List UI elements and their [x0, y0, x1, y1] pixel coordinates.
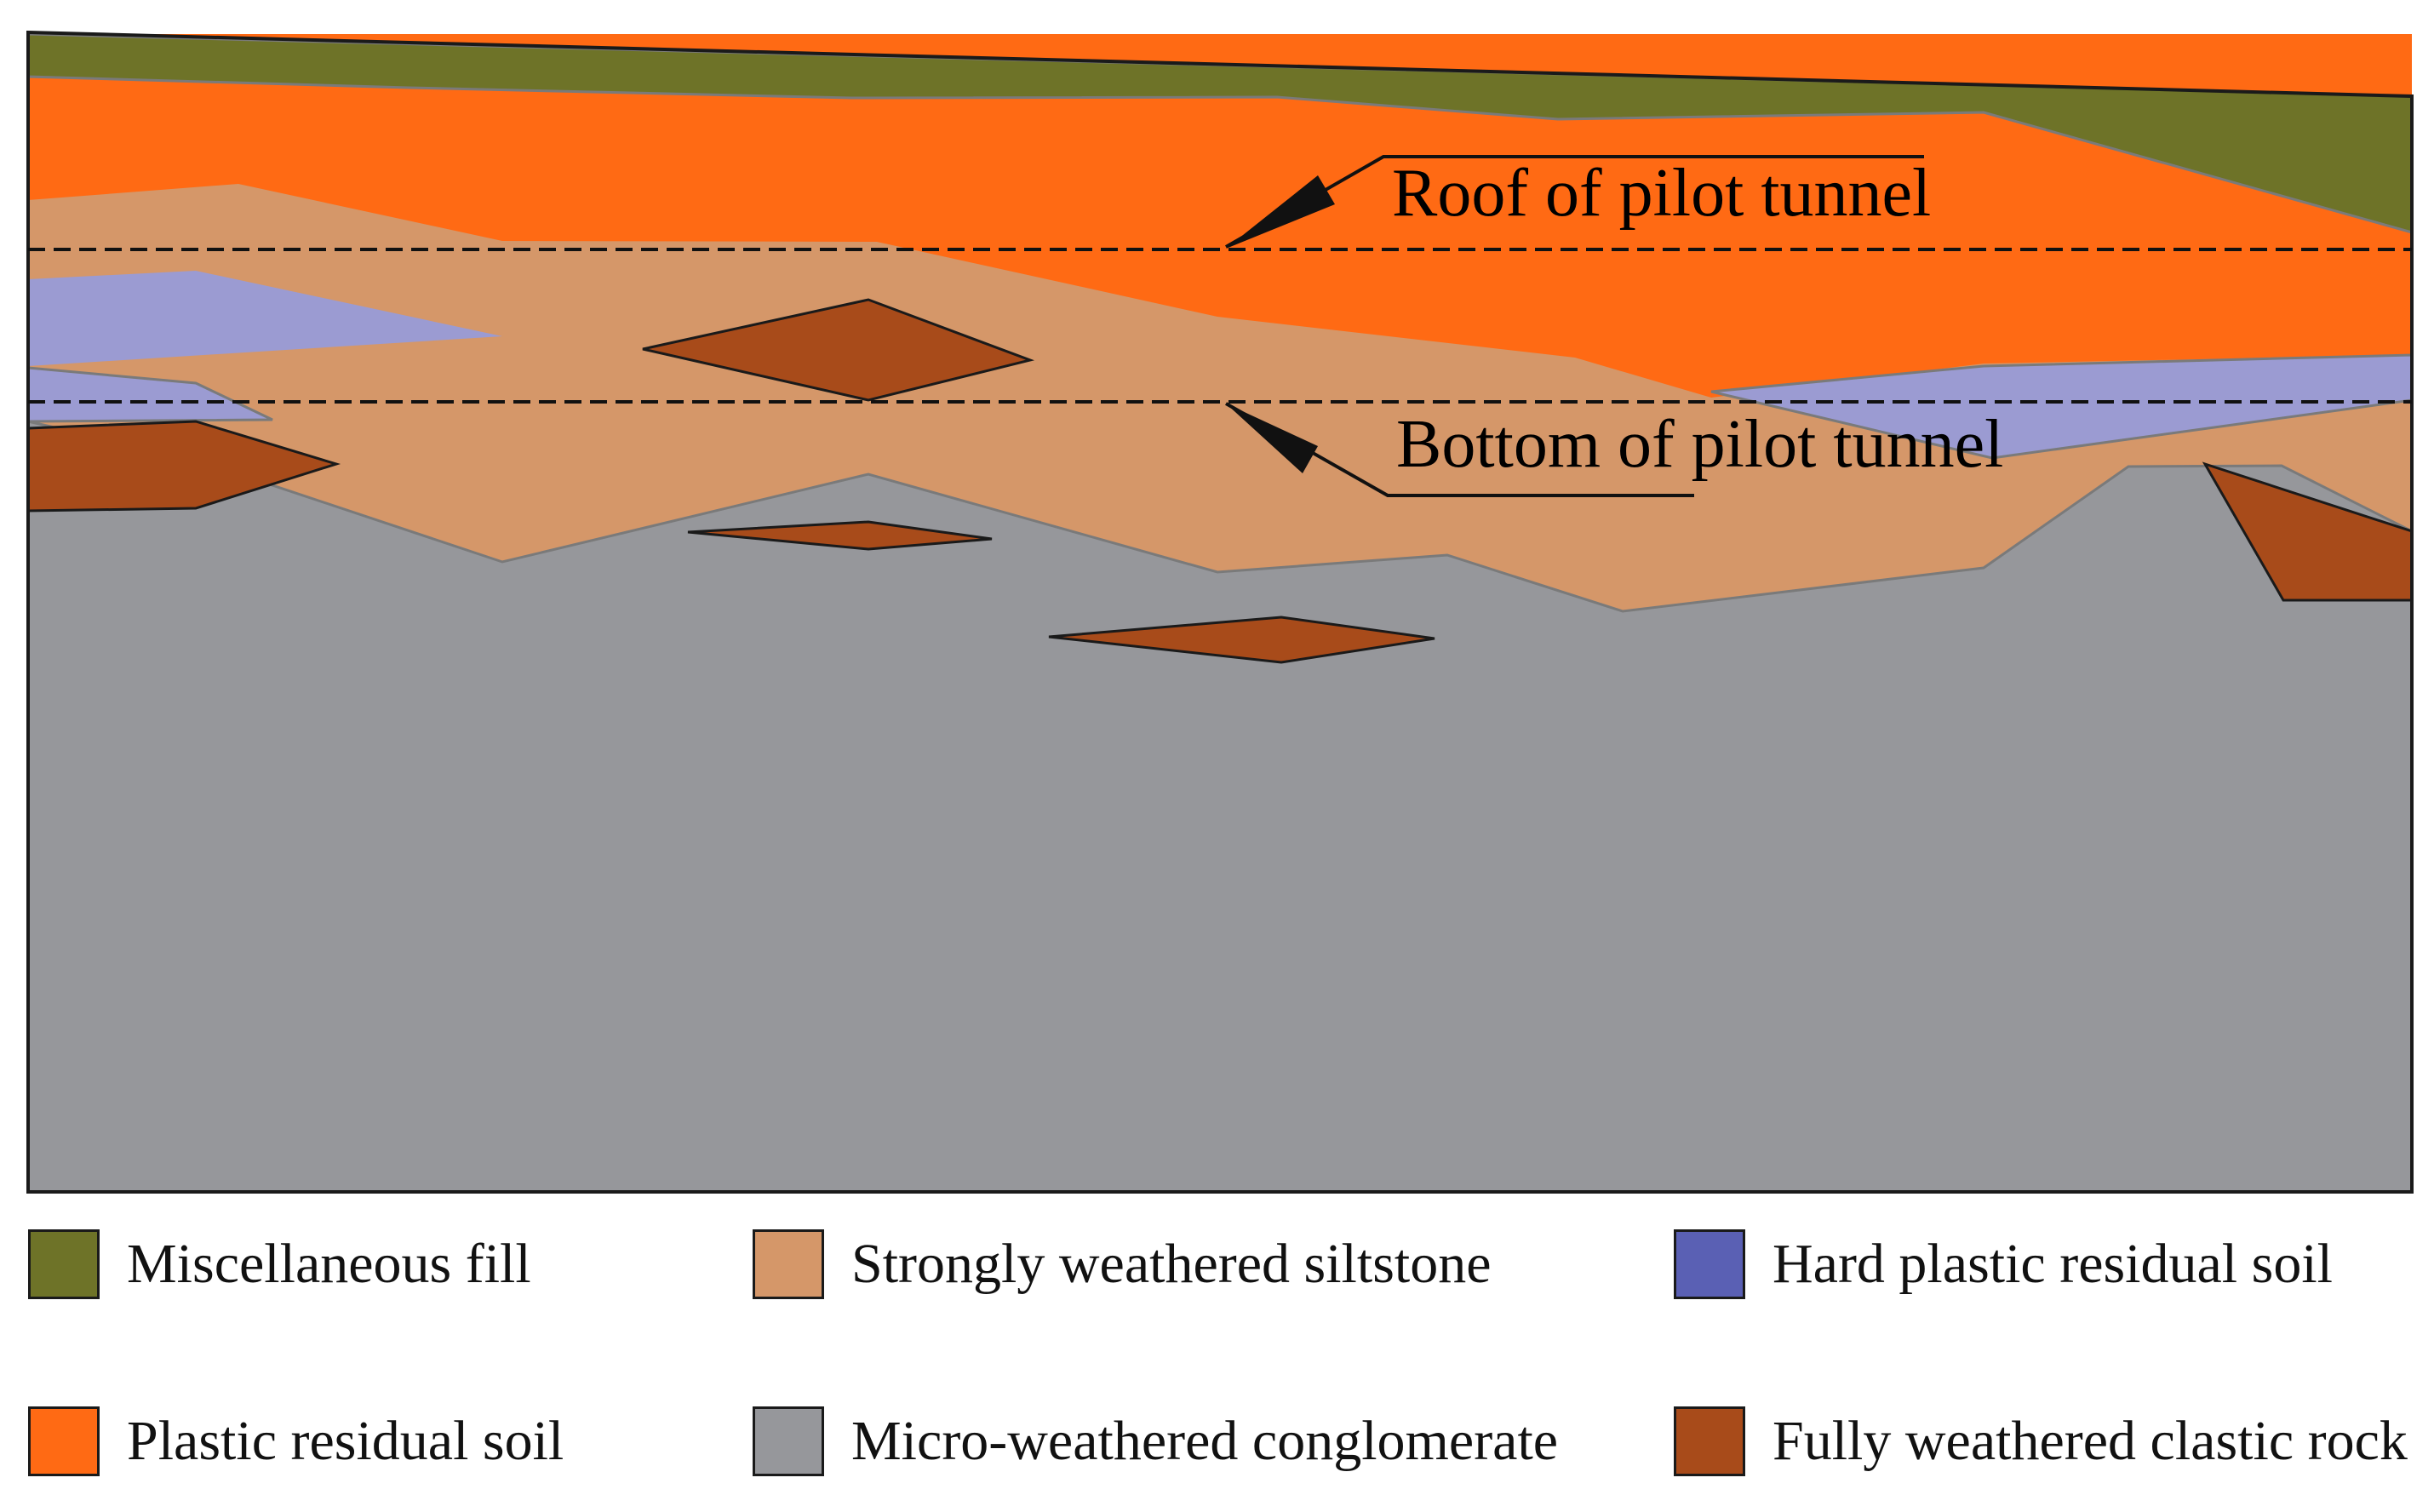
legend-swatch [1674, 1229, 1745, 1299]
legend-swatch [28, 1406, 100, 1476]
lens-fully-weathered-clastic-rock [687, 520, 993, 551]
legend-item-plastic-residual-soil: Plastic residual soil [28, 1403, 564, 1480]
legend: Miscellaneous fill Strongly weathered si… [0, 1217, 2434, 1507]
legend-label: Fully weathered clastic rock [1773, 1410, 2408, 1472]
layer-plastic-residual-soil [28, 34, 2412, 398]
legend-item-hard-plastic-residual-soil: Hard plastic residual soil [1674, 1226, 2333, 1303]
roof-arrowhead [1226, 175, 1335, 249]
legend-item-fully-weathered-clastic-rock: Fully weathered clastic rock [1674, 1403, 2408, 1480]
legend-swatch [1674, 1406, 1745, 1476]
legend-item-strongly-weathered-siltstone: Strongly weathered siltstone [753, 1226, 1492, 1303]
lens-fully-weathered-clastic-rock [1048, 616, 1435, 664]
legend-swatch [753, 1406, 824, 1476]
lens-hard-plastic-residual-soil [28, 271, 502, 366]
legend-label: Hard plastic residual soil [1773, 1233, 2334, 1295]
legend-label: Miscellaneous fill [127, 1233, 531, 1295]
legend-label: Strongly weathered siltstone [851, 1233, 1492, 1295]
section-frame [26, 30, 2414, 1194]
legend-item-miscellaneous-fill: Miscellaneous fill [28, 1226, 531, 1303]
bottom-label: Bottom of pilot tunnel [1396, 407, 2003, 482]
bottom-arrowhead [1226, 404, 1318, 473]
legend-item-micro-weathered-conglomerate: Micro-weathered conglomerate [753, 1403, 1558, 1480]
legend-swatch [753, 1229, 824, 1299]
bottom-annotation: Bottom of pilot tunnel [1225, 402, 2003, 497]
legend-swatch [28, 1229, 100, 1299]
legend-label: Micro-weathered conglomerate [851, 1410, 1559, 1472]
roof-label: Roof of pilot tunnel [1392, 156, 1931, 231]
lens-fully-weathered-clastic-rock [642, 298, 1035, 402]
roof-annotation: Roof of pilot tunnel [1225, 155, 1931, 249]
legend-label: Plastic residual soil [127, 1410, 564, 1472]
